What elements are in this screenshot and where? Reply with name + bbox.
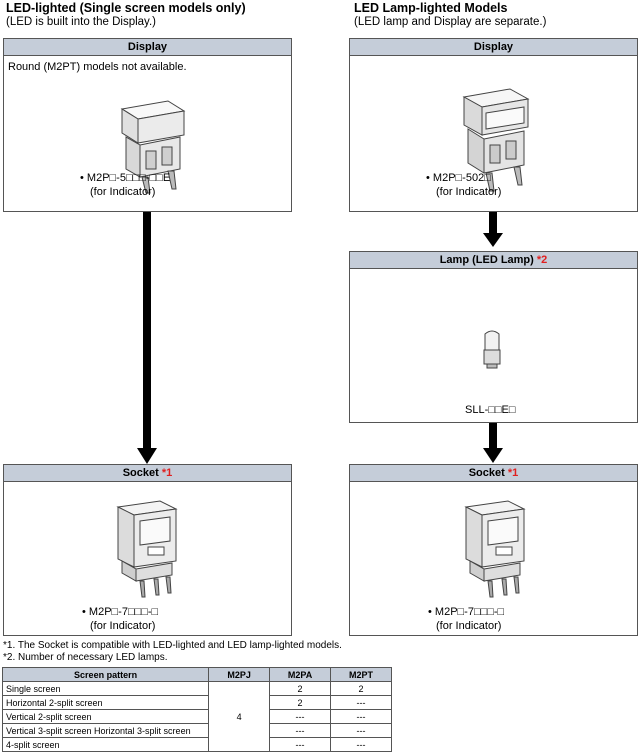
right-flow-arrow-1 (489, 212, 497, 234)
row-label: Vertical 2-split screen (1, 709, 210, 724)
m2pa-value: --- (269, 723, 332, 738)
led-lamp-heading: LED Lamp-lighted Models (354, 1, 508, 15)
table-row: Single screen 4 2 2 (1, 681, 392, 752)
left-display-purpose: (for Indicator) (90, 186, 156, 198)
table-row: Horizontal 2-split screen 2 --- (1, 695, 392, 710)
right-display-model: • M2P□-502□ (426, 172, 491, 184)
row-label: Horizontal 2-split screen (1, 695, 210, 710)
table-row: 4-split screen --- --- (1, 737, 392, 752)
header-m2pa: M2PA (269, 667, 332, 682)
right-socket-image (464, 500, 526, 598)
m2pt-value: 2 (330, 681, 392, 696)
table-row: Vertical 3-split screen Horizontal 3-spl… (1, 723, 392, 738)
left-display-box: Display Round (M2PT) models not availabl… (3, 38, 292, 212)
left-display-model: • M2P□-5□□□-□□E (80, 172, 171, 184)
left-display-title: Display (4, 39, 291, 56)
led-lighted-subheading: (LED is built into the Display.) (6, 16, 156, 28)
led-lamp-subheading: (LED lamp and Display are separate.) (354, 16, 547, 28)
lamp-box: Lamp (LED Lamp) *2 SLL-□□E□ (349, 251, 638, 423)
right-flow-arrow-2 (489, 423, 497, 449)
row-label: Vertical 3-split screen Horizontal 3-spl… (1, 723, 210, 738)
m2pt-value: --- (330, 695, 392, 710)
right-display-box: Display • M2P□-502□ (for Indicator) (349, 38, 638, 212)
m2pa-value: 2 (269, 681, 332, 696)
header-m2pj: M2PJ (208, 667, 271, 682)
table-header-row: Screen pattern M2PJ M2PA M2PT (1, 667, 392, 682)
footnote-2: *2. Number of necessary LED lamps. (3, 652, 168, 663)
right-display-purpose: (for Indicator) (436, 186, 502, 198)
header-m2pt: M2PT (330, 667, 392, 682)
led-lamp-image (483, 330, 501, 369)
m2pt-value: --- (330, 737, 392, 752)
right-socket-box: Socket *1 • M2P□-7□□□-□ (for Indicator) (349, 464, 638, 636)
right-socket-model: • M2P□-7□□□-□ (428, 606, 505, 618)
left-arrow-head-icon (137, 448, 157, 464)
row-label: 4-split screen (1, 737, 210, 752)
m2pa-value: --- (269, 737, 332, 752)
right-display-title: Display (350, 39, 637, 56)
left-display-note: Round (M2PT) models not available. (8, 61, 187, 73)
m2pa-value: --- (269, 709, 332, 724)
lamp-model: SLL-□□E□ (465, 404, 516, 416)
lamp-title: Lamp (LED Lamp) *2 (350, 252, 637, 269)
footnote-1: *1. The Socket is compatible with LED-li… (3, 640, 342, 651)
right-arrow-head-1-icon (483, 233, 503, 247)
left-flow-arrow (143, 212, 151, 450)
m2pt-value: --- (330, 723, 392, 738)
socket-image (116, 500, 178, 598)
left-socket-model: • M2P□-7□□□-□ (82, 606, 159, 618)
left-socket-box: Socket *1 • M2P□-7□□□-□ (for Indicator) (3, 464, 292, 636)
left-socket-title: Socket *1 (4, 465, 291, 482)
row-label: Single screen (1, 681, 210, 696)
lamp-display-unit-image (462, 88, 530, 192)
right-arrow-head-2-icon (483, 448, 503, 463)
screen-pattern-table: Screen pattern M2PJ M2PA M2PT Single scr… (1, 667, 392, 752)
m2pa-value: 2 (269, 695, 332, 710)
table-row: Vertical 2-split screen --- --- (1, 709, 392, 724)
m2pj-value: 4 (208, 681, 271, 752)
right-socket-purpose: (for Indicator) (436, 620, 502, 632)
display-unit-image (120, 100, 186, 194)
header-screen-pattern: Screen pattern (1, 667, 210, 682)
right-socket-title: Socket *1 (350, 465, 637, 482)
led-lighted-heading: LED-lighted (Single screen models only) (6, 1, 246, 15)
left-socket-purpose: (for Indicator) (90, 620, 156, 632)
m2pt-value: --- (330, 709, 392, 724)
